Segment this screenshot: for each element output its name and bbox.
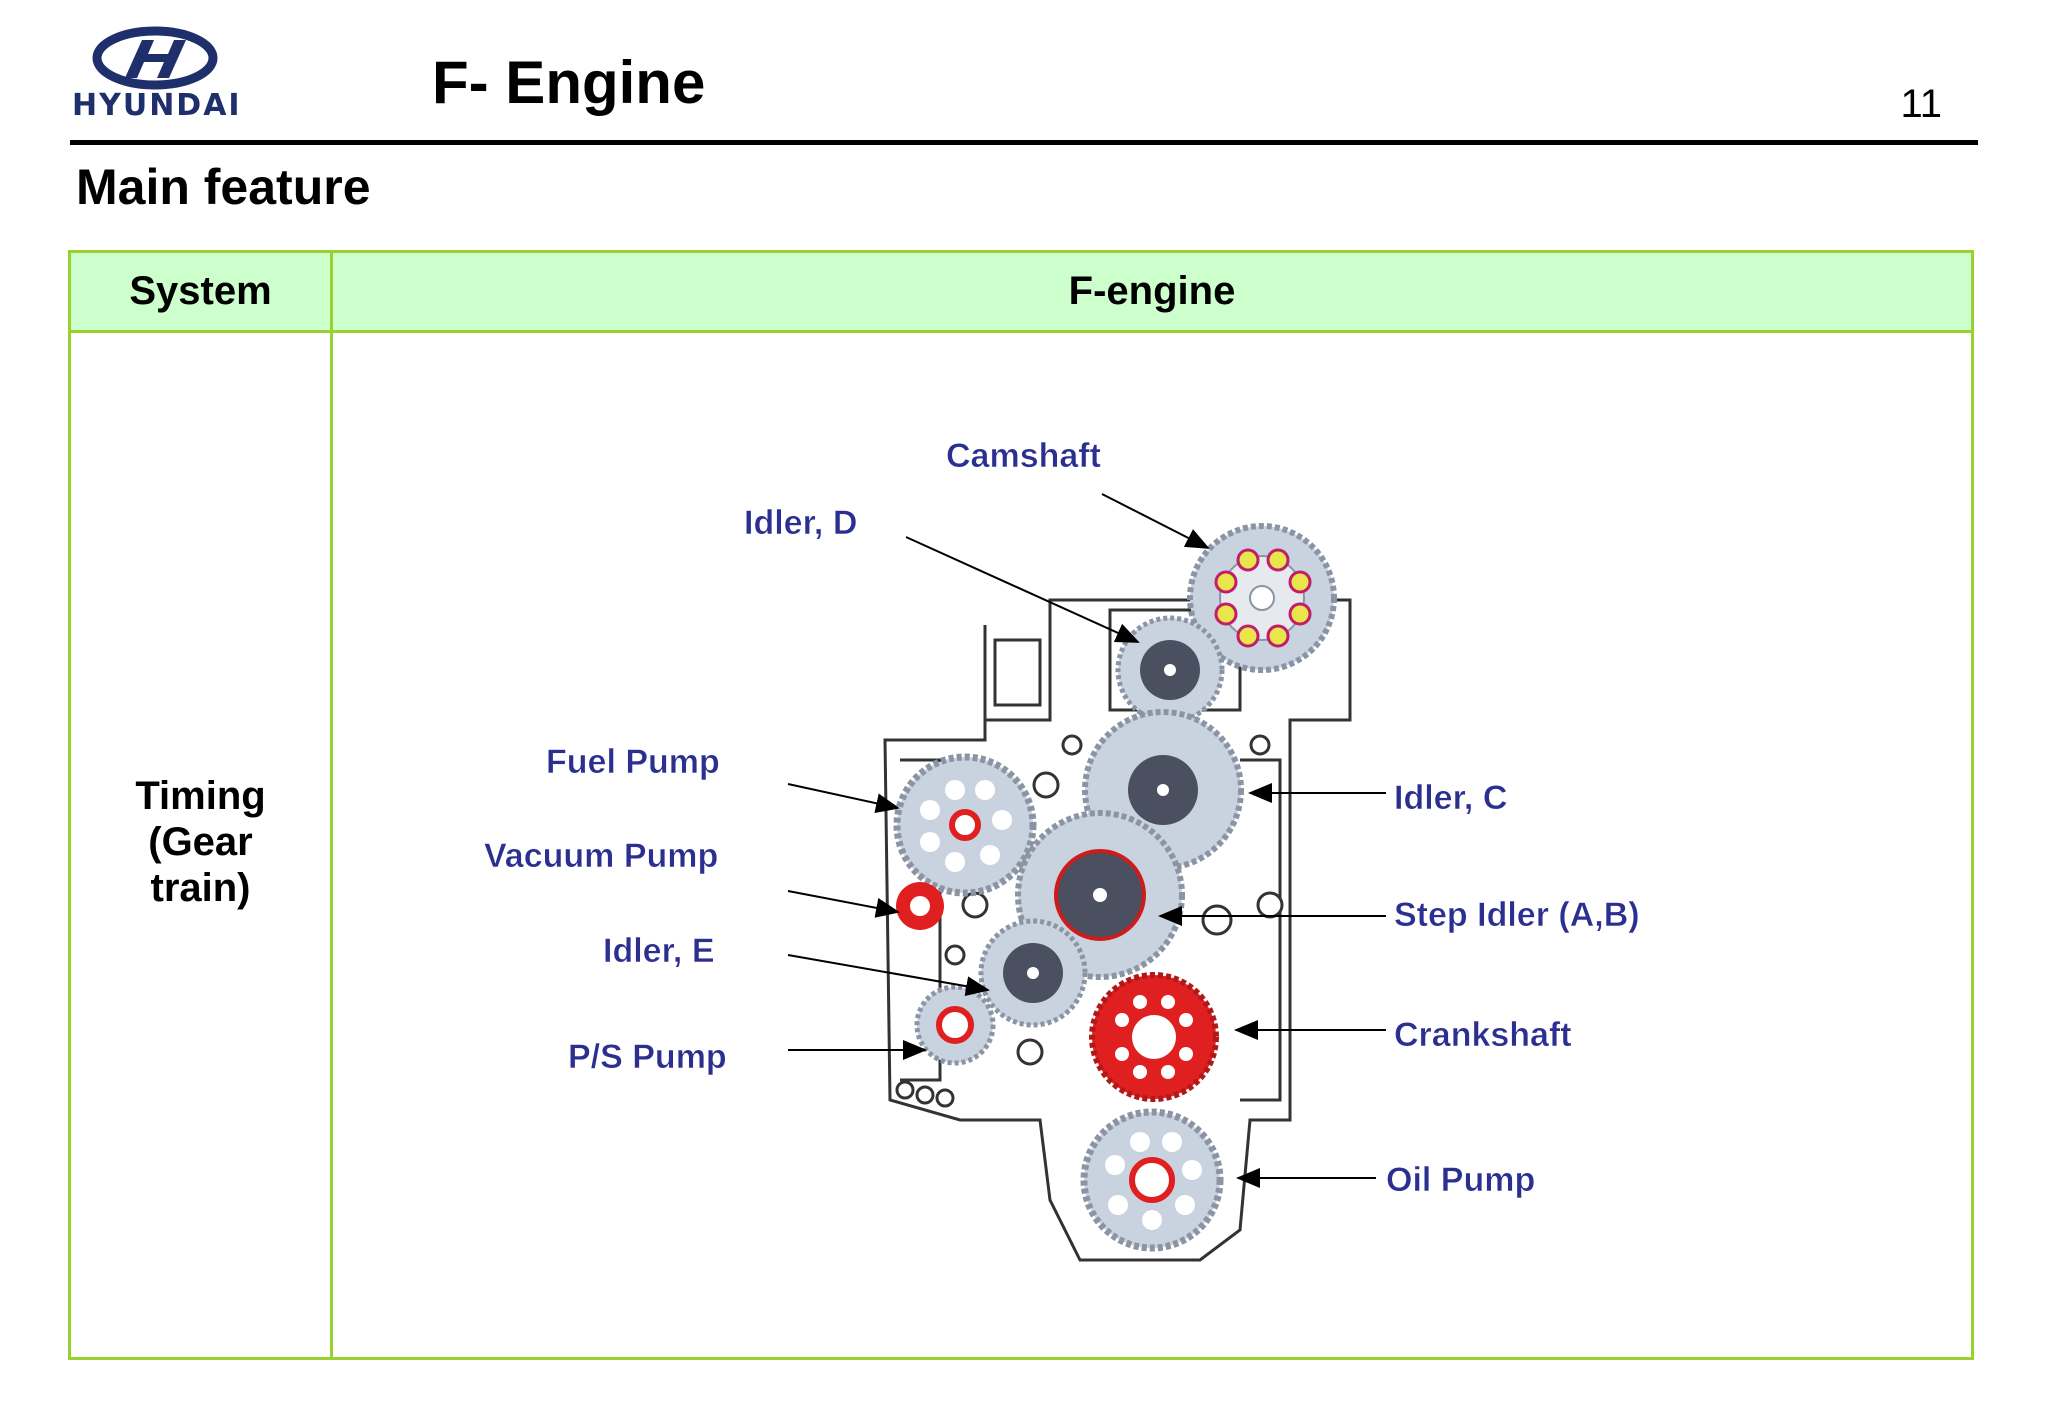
label-camshaft: Camshaft [946, 437, 1101, 475]
leader-idler-e [787, 954, 990, 997]
housing-bolts [895, 734, 1284, 1108]
header-system: System [129, 269, 272, 313]
idler-d-gear [1115, 615, 1225, 725]
header-engine: F-engine [1068, 269, 1236, 313]
row-label-line: Timing [135, 774, 266, 818]
leader-vacuum-pump [787, 890, 900, 918]
label-idler-d: Idler, D [744, 504, 857, 542]
row-system-label: Timing (Gear train) [71, 773, 330, 911]
leader-fuel-pump [787, 783, 900, 814]
page-number: 11 [1900, 82, 1942, 126]
vacuum-pump-gear [896, 882, 944, 930]
header-rule [70, 140, 1978, 145]
engine-housing [883, 598, 1352, 1262]
camshaft-gear [1187, 523, 1337, 673]
table-header-row [71, 253, 1971, 333]
page-title: F- Engine [432, 49, 706, 116]
logo-wordmark: HYUNDAI [72, 88, 242, 123]
label-step-idler: Step Idler (A,B) [1394, 896, 1640, 934]
label-vacuum-pump: Vacuum Pump [484, 837, 718, 875]
column-divider [330, 253, 333, 1357]
label-idler-e: Idler, E [603, 932, 715, 970]
label-fuel-pump: Fuel Pump [546, 743, 720, 781]
row-label-line: (Gear [148, 820, 253, 864]
label-ps-pump: P/S Pump [568, 1038, 727, 1076]
oil-pump-gear [1080, 1108, 1224, 1252]
label-crankshaft: Crankshaft [1394, 1016, 1572, 1054]
crankshaft-gear [1089, 972, 1219, 1102]
ps-pump-gear [914, 984, 996, 1066]
label-oil-pump: Oil Pump [1386, 1161, 1535, 1199]
fuel-pump-gear [893, 753, 1037, 897]
idler-e-gear [978, 918, 1088, 1028]
leader-camshaft [1101, 493, 1210, 549]
label-idler-c: Idler, C [1394, 779, 1507, 817]
hyundai-logo-icon [92, 26, 218, 90]
leader-lines [787, 493, 1386, 1188]
section-subtitle: Main feature [76, 159, 371, 215]
leader-idler-d [905, 536, 1140, 643]
row-label-line: train) [150, 866, 251, 910]
feature-table: System F-engine Timing (Gear train) [68, 250, 1974, 1360]
